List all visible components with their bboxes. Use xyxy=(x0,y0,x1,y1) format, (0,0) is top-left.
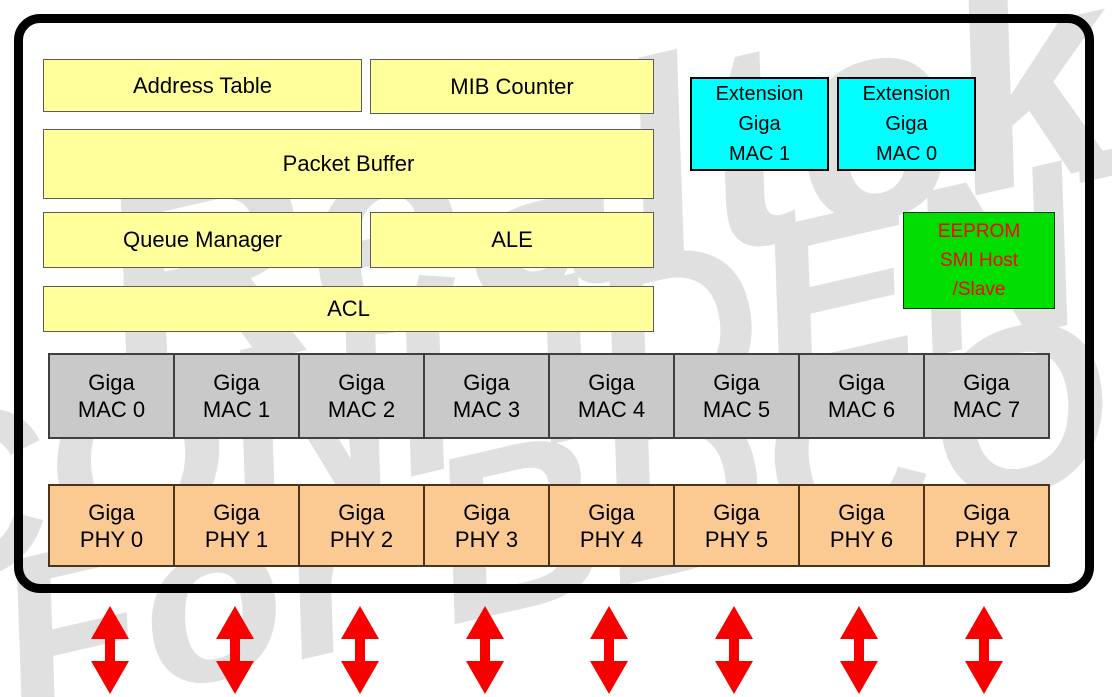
block-label-line: Extension xyxy=(715,83,804,105)
bidirectional-arrow-icon xyxy=(964,606,1003,694)
block-label-line: MAC 0 xyxy=(875,143,938,165)
block-mib-counter: MIB Counter xyxy=(370,59,654,114)
block-address-table: Address Table xyxy=(43,59,362,112)
block-label-line: EEPROM xyxy=(937,221,1021,242)
block-label-line: SMI Host xyxy=(939,250,1019,271)
block-extension-giga-mac-1: Extension Giga MAC 1 xyxy=(690,77,829,171)
bidirectional-arrow-icon xyxy=(340,606,379,694)
block-queue-manager: Queue Manager xyxy=(43,212,362,268)
port-arrows-row xyxy=(48,606,1046,696)
bidirectional-arrow-icon xyxy=(216,606,255,694)
chip-boundary-outline xyxy=(14,14,1094,593)
block-extension-giga-mac-0: Extension Giga MAC 0 xyxy=(837,77,976,171)
bidirectional-arrow-icon xyxy=(590,606,629,694)
block-label-line: /Slave xyxy=(952,279,1006,300)
bidirectional-arrow-icon xyxy=(839,606,878,694)
block-packet-buffer: Packet Buffer xyxy=(43,129,654,199)
block-label-line: Extension xyxy=(862,83,951,105)
block-eeprom-smi-host-slave: EEPROM SMI Host /Slave xyxy=(903,212,1055,309)
block-acl: ACL xyxy=(43,286,654,332)
block-label-line: Giga xyxy=(885,113,928,135)
bidirectional-arrow-icon xyxy=(715,606,754,694)
block-ale: ALE xyxy=(370,212,654,268)
bidirectional-arrow-icon xyxy=(465,606,504,694)
bidirectional-arrow-icon xyxy=(91,606,130,694)
block-label-line: Giga xyxy=(738,113,781,135)
block-label-line: MAC 1 xyxy=(728,143,791,165)
